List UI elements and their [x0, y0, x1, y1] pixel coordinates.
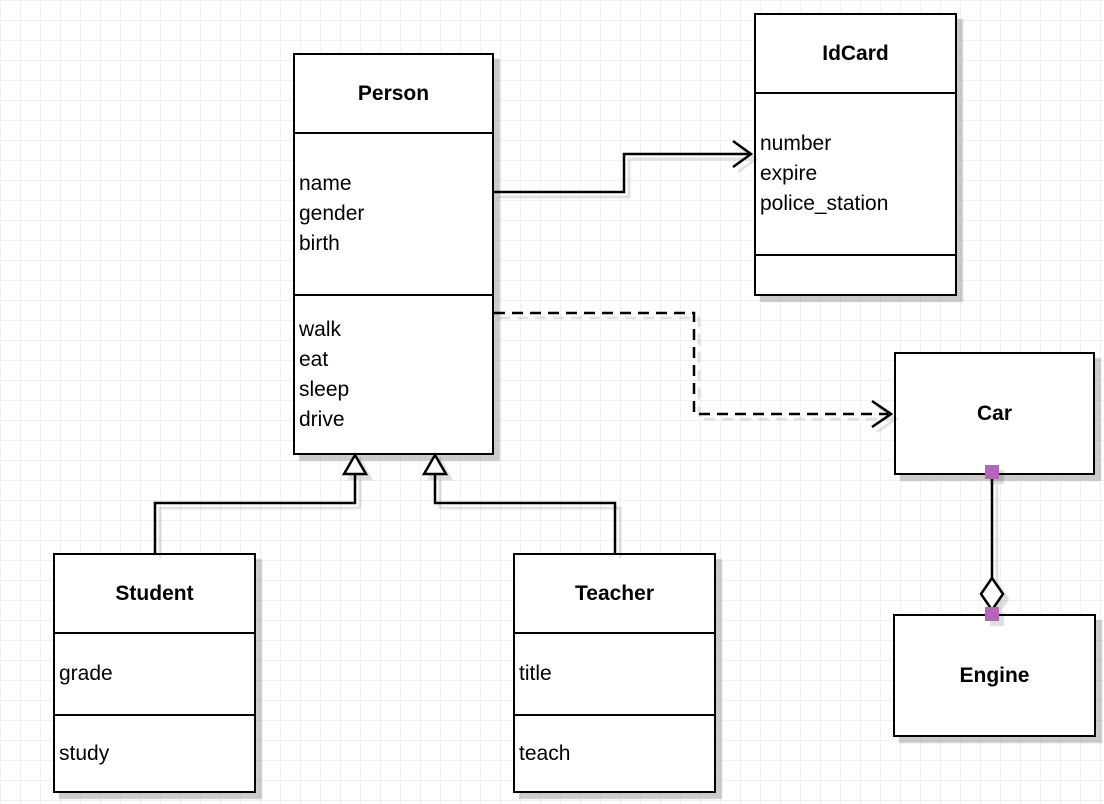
edge-line[interactable]: [494, 152, 750, 194]
class-person-title: Person: [295, 55, 492, 134]
class-student-methods-section: study: [55, 714, 254, 791]
edge-line[interactable]: [433, 474, 617, 553]
method-label: walk: [299, 317, 342, 341]
attribute-label: title: [519, 662, 552, 685]
method-label: sleep: [299, 377, 350, 401]
edge-line[interactable]: [153, 474, 357, 553]
class-box-engine[interactable]: Engine: [893, 614, 1096, 737]
open-arrowhead-icon: [732, 139, 754, 169]
class-box-student[interactable]: Student grade study: [53, 553, 256, 793]
attribute-label: expire: [760, 162, 818, 185]
class-teacher-methods-section: teach: [515, 714, 714, 791]
class-person-attributes-section: name gender birth: [295, 134, 492, 294]
edge-person-idcard-association[interactable]: [494, 139, 754, 194]
edge-person-car-dependency[interactable]: [494, 311, 894, 429]
attribute-label: name: [299, 172, 352, 195]
class-car-title: Car: [976, 401, 1013, 425]
attribute-label: gender: [299, 202, 365, 225]
method-label: eat: [299, 347, 329, 371]
method-label: teach: [519, 741, 571, 765]
class-box-teacher[interactable]: Teacher title teach: [513, 553, 716, 793]
class-box-person[interactable]: Person name gender birth walk eat sleep …: [293, 53, 494, 455]
class-student-attributes-section: grade: [55, 634, 254, 714]
class-idcard-attributes-section: number expire police_station: [756, 94, 955, 254]
edge-dashed-line[interactable]: [494, 311, 888, 416]
class-box-car[interactable]: Car: [894, 352, 1095, 475]
class-box-idcard[interactable]: IdCard number expire police_station: [754, 13, 957, 296]
hollow-triangle-arrowhead-icon: [421, 452, 449, 476]
edge-car-engine-aggregation[interactable]: [979, 465, 1005, 621]
class-student-title: Student: [55, 555, 254, 634]
edge-teacher-person-generalization[interactable]: [421, 452, 617, 553]
attribute-label: birth: [299, 232, 340, 255]
class-engine-title: Engine: [959, 663, 1030, 687]
open-arrowhead-icon: [871, 399, 894, 429]
method-label: study: [59, 741, 110, 765]
attribute-label: number: [760, 132, 832, 155]
attribute-label: police_station: [760, 192, 889, 215]
attribute-label: grade: [59, 662, 113, 685]
class-person-methods-section: walk eat sleep drive: [295, 294, 492, 453]
class-idcard-methods-section: [756, 254, 955, 294]
method-label: drive: [299, 407, 345, 431]
hollow-diamond-icon: [979, 575, 1005, 613]
hollow-triangle-arrowhead-icon: [341, 452, 369, 476]
class-teacher-attributes-section: title: [515, 634, 714, 714]
class-idcard-title: IdCard: [756, 15, 955, 94]
edge-student-person-generalization[interactable]: [153, 452, 369, 553]
class-teacher-title: Teacher: [515, 555, 714, 634]
